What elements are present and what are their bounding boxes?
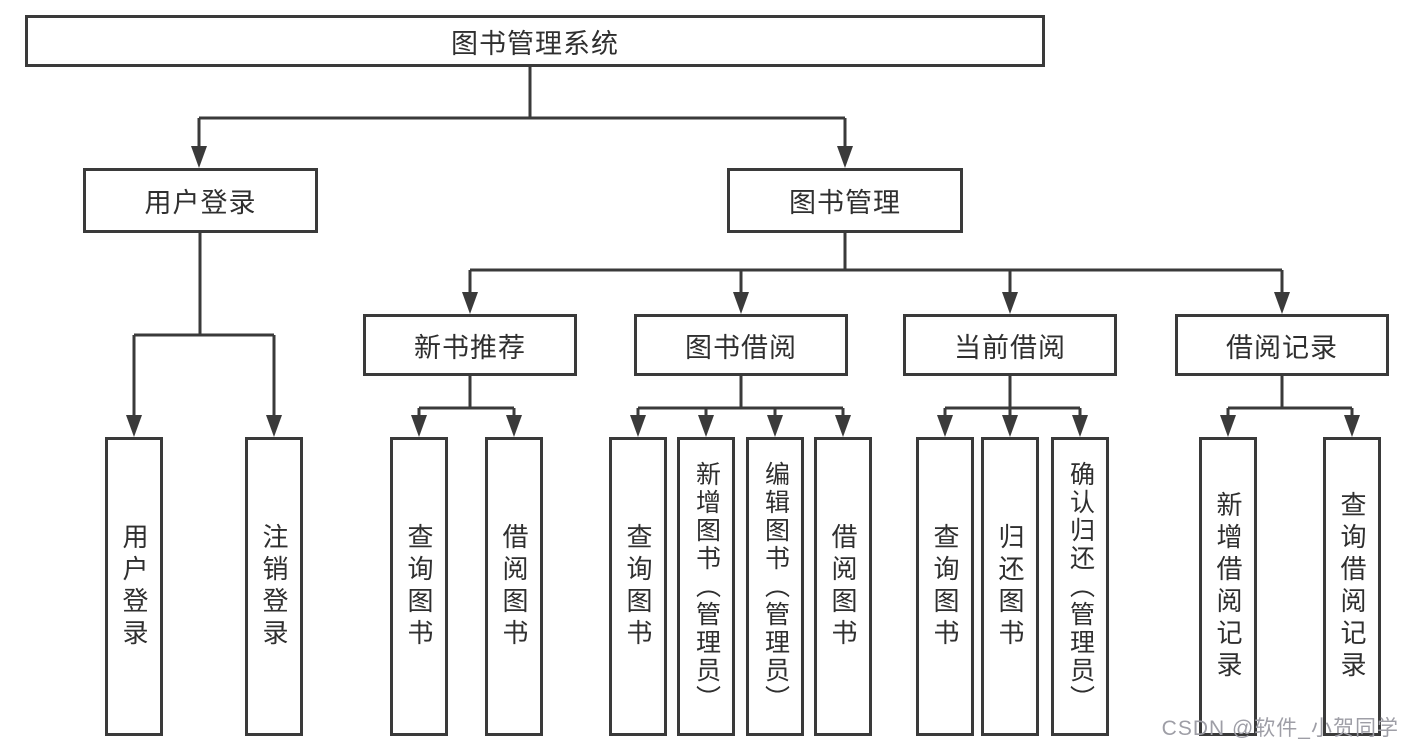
leaf-confirm-return-admin: 确认归还（管理员） [1051, 437, 1109, 736]
leaf-logout-label: 注销登录 [259, 522, 289, 651]
node-current-borrow-label: 当前借阅 [954, 332, 1066, 363]
connector-new-book-rec-to-leaves [411, 376, 522, 437]
csdn-watermark: CSDN @软件_小贺同学 [1161, 717, 1399, 740]
node-user-login-label: 用户登录 [144, 188, 257, 218]
leaf-borrow-query-books: 查询图书 [609, 437, 667, 736]
leaf-user-login: 用户登录 [105, 437, 163, 736]
connector-user-login-to-leaves [126, 233, 282, 437]
leaf-newbook-borrow-books-label: 借阅图书 [499, 522, 529, 651]
leaf-logout: 注销登录 [245, 437, 303, 736]
leaf-newbook-query-books: 查询图书 [390, 437, 448, 736]
leaf-user-login-label: 用户登录 [119, 522, 149, 651]
connector-borrow-records-to-leaves [1220, 376, 1360, 437]
leaf-confirm-return-admin-label: 确认归还（管理员） [1066, 460, 1095, 713]
leaf-add-book-admin: 新增图书（管理员） [677, 437, 735, 736]
leaf-borrow-borrow-books: 借阅图书 [814, 437, 872, 736]
leaf-newbook-query-books-label: 查询图书 [404, 522, 434, 651]
leaf-return-book: 归还图书 [981, 437, 1039, 736]
leaf-borrow-borrow-books-label: 借阅图书 [828, 522, 858, 651]
leaf-borrow-query-books-label: 查询图书 [623, 522, 653, 651]
leaf-query-borrow-record: 查询借阅记录 [1323, 437, 1381, 736]
leaf-add-borrow-record: 新增借阅记录 [1199, 437, 1257, 736]
connector-current-borrow-to-leaves [937, 376, 1088, 437]
node-borrow-records-label: 借阅记录 [1226, 332, 1338, 363]
leaf-edit-book-admin-label: 编辑图书（管理员） [761, 460, 790, 713]
node-root: 图书管理系统 [25, 15, 1045, 67]
connector-book-mgmt-to-level3 [462, 233, 1290, 314]
node-current-borrow: 当前借阅 [903, 314, 1117, 376]
leaf-current-query-books: 查询图书 [916, 437, 974, 736]
leaf-edit-book-admin: 编辑图书（管理员） [746, 437, 804, 736]
leaf-add-book-admin-label: 新增图书（管理员） [692, 460, 721, 713]
leaf-query-borrow-record-label: 查询借阅记录 [1337, 490, 1367, 683]
node-new-book-rec-label: 新书推荐 [414, 332, 526, 363]
leaf-return-book-label: 归还图书 [995, 522, 1025, 651]
node-book-mgmt-label: 图书管理 [789, 188, 901, 218]
node-book-mgmt: 图书管理 [727, 168, 963, 233]
node-root-label: 图书管理系统 [451, 28, 619, 59]
node-borrow-records: 借阅记录 [1175, 314, 1389, 376]
connector-book-borrow-to-leaves [630, 376, 851, 437]
node-book-borrow: 图书借阅 [634, 314, 848, 376]
node-new-book-rec: 新书推荐 [363, 314, 577, 376]
node-user-login: 用户登录 [83, 168, 318, 233]
leaf-current-query-books-label: 查询图书 [930, 522, 960, 651]
leaf-newbook-borrow-books: 借阅图书 [485, 437, 543, 736]
node-book-borrow-label: 图书借阅 [685, 332, 797, 363]
connector-root-to-level2 [191, 67, 853, 168]
leaf-add-borrow-record-label: 新增借阅记录 [1213, 490, 1243, 683]
